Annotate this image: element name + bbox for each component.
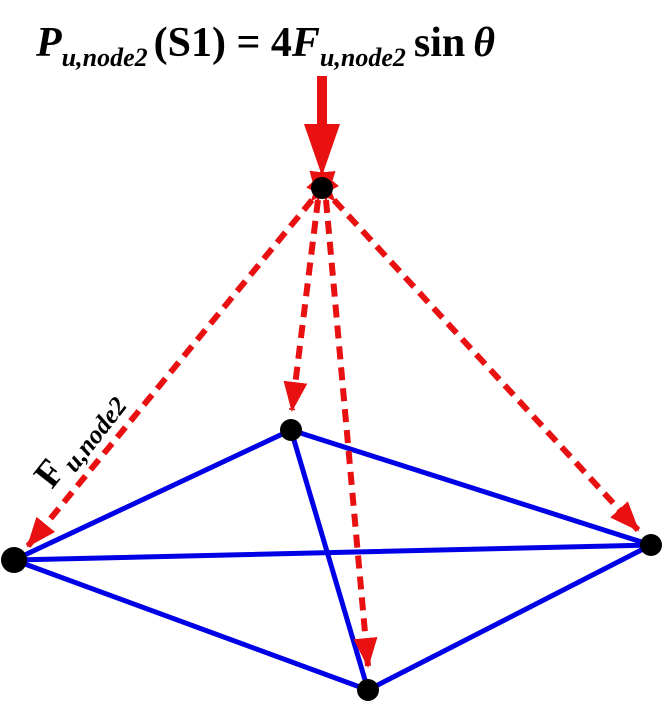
node-apex (311, 177, 333, 199)
formula-p-subscript: u,node2 (62, 43, 148, 72)
force-arrow-left (25, 170, 340, 548)
formula-angle: θ (473, 20, 495, 66)
force-arrow-right (306, 171, 641, 533)
formula-f-symbol: F (291, 20, 320, 66)
formula-trig: sin (414, 20, 465, 66)
applied-load-arrow (304, 76, 340, 176)
node-back (280, 419, 302, 441)
truss-nodes (1, 177, 662, 701)
formula-case-label: (S1) = 4 (154, 20, 292, 66)
member-left-right (11, 542, 654, 563)
node-right (640, 534, 662, 556)
member-forces (25, 170, 641, 668)
truss-members (11, 427, 654, 693)
member-left-front (11, 557, 371, 693)
member-front-right (365, 542, 654, 693)
formula-p-symbol: P (35, 20, 62, 66)
formula-f-subscript: u,node2 (320, 43, 406, 72)
member-left-back (11, 427, 294, 563)
node-left (1, 547, 27, 573)
force-arrow-back (283, 170, 334, 412)
force-arrow-front (311, 171, 378, 668)
node-front (357, 679, 379, 701)
